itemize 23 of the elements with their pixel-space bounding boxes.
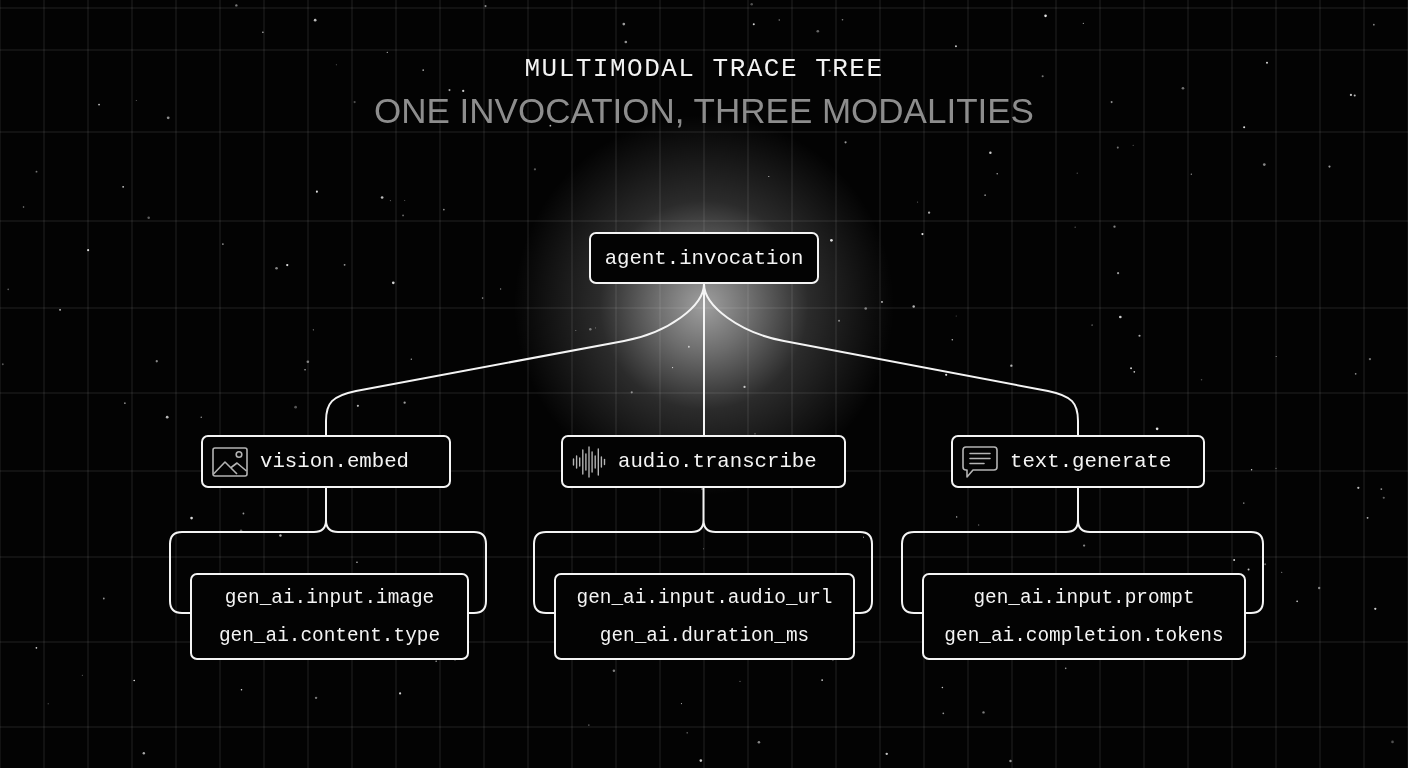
trace-span-box <box>561 435 846 488</box>
attribute-name-label: gen_ai.content.type <box>218 623 441 649</box>
span-name-label: agent.invocation <box>604 246 804 270</box>
attribute-name-label: gen_ai.input.prompt <box>973 585 1195 611</box>
trace-span-box <box>201 435 451 488</box>
attribute-name-label: gen_ai.input.image <box>224 585 435 611</box>
attribute-name-label: gen_ai.completion.tokens <box>944 623 1224 649</box>
connector-line <box>533 487 873 614</box>
connector-line <box>901 487 1264 614</box>
span-name-label: vision.embed <box>260 450 409 473</box>
diagram-subtitle: ONE INVOCATION, THREE MODALITIES <box>374 90 1034 132</box>
connector-line <box>703 283 1079 436</box>
attribute-name-label: gen_ai.duration_ms <box>599 623 810 649</box>
span-name-label: text.generate <box>1010 450 1172 473</box>
attribute-box <box>190 573 469 660</box>
diagram-title: MULTIMODAL TRACE TREE <box>524 53 884 86</box>
span-name-label: audio.transcribe <box>618 450 817 473</box>
connector-line <box>169 487 487 614</box>
attribute-name-label: gen_ai.input.audio_url <box>576 585 833 611</box>
attribute-box <box>554 573 855 660</box>
attribute-box <box>922 573 1246 660</box>
trace-span-box <box>951 435 1205 488</box>
trace-span-box <box>589 232 819 284</box>
